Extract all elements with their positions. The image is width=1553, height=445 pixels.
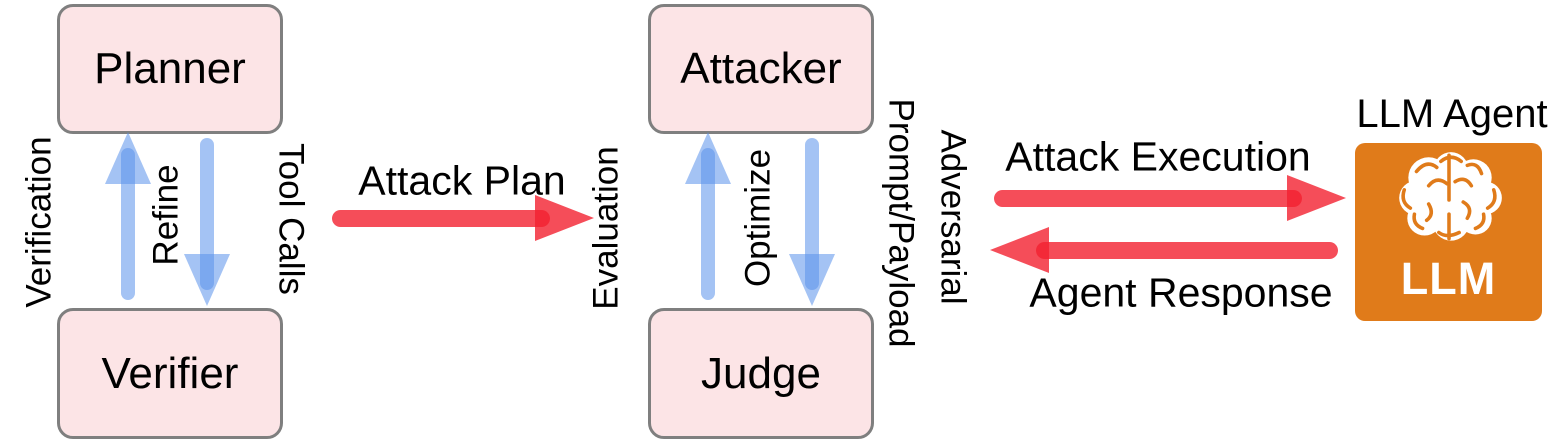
attack-execution-arrow [994, 175, 1346, 221]
judge-box: Judge [648, 308, 874, 439]
attacker-label: Attacker [680, 44, 842, 93]
attacker-to-judge-arrow [789, 138, 835, 306]
verification-label: Verification [19, 136, 59, 308]
llm-agent-title: LLM Agent [1356, 92, 1548, 136]
attack-plan-label: Attack Plan [358, 157, 566, 204]
optimize-label: Optimize [738, 148, 778, 288]
judge-label: Judge [701, 348, 821, 398]
planner-label: Planner [94, 44, 246, 93]
prompt-payload-label: Prompt/Payload [881, 98, 921, 348]
attack-execution-label: Attack Execution [1005, 133, 1311, 180]
planner-box: Planner [57, 4, 283, 134]
llm-badge: LLM [1400, 253, 1497, 304]
adversarial-label: Adversarial [933, 129, 973, 305]
verifier-label: Verifier [101, 348, 239, 398]
brain-icon [1398, 152, 1502, 241]
attack-plan-arrow [332, 195, 594, 241]
evaluation-label: Evaluation [586, 146, 626, 310]
judge-to-attacker-arrow [685, 132, 731, 300]
planner-to-verifier-arrow [184, 138, 230, 306]
llm-agent-card: LLM [1355, 143, 1542, 321]
refine-label: Refine [146, 164, 186, 266]
tool-calls-label: Tool Calls [271, 143, 311, 295]
verifier-to-planner-arrow [105, 132, 151, 300]
agent-response-arrow [990, 227, 1338, 273]
verifier-box: Verifier [57, 308, 283, 439]
agent-response-label: Agent Response [1029, 269, 1333, 316]
attacker-box: Attacker [648, 4, 874, 134]
